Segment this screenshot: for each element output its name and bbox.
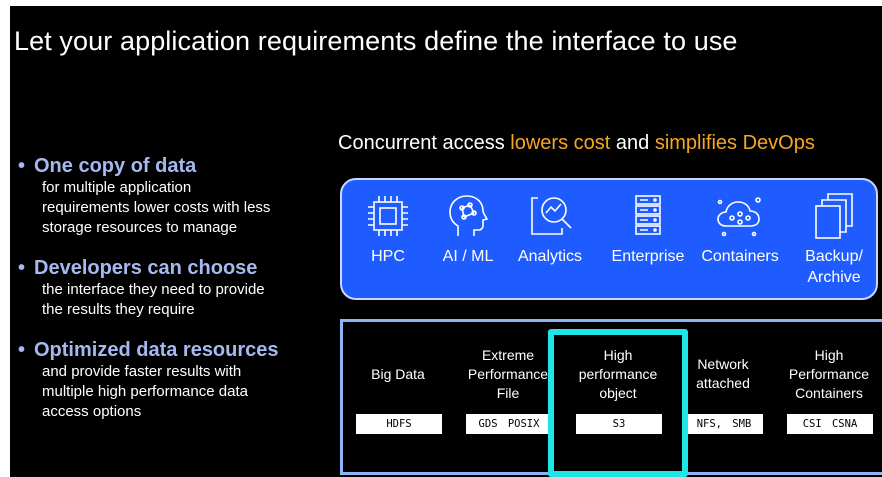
- protocol-tag: HDFS: [356, 414, 442, 434]
- protocol-panel: Big Data HDFS Extreme Performance File G…: [340, 319, 882, 475]
- server-rack-icon: [635, 195, 661, 235]
- workload-label: Backup/ Archive: [805, 248, 863, 286]
- bullet-body: and provide faster results with multiple…: [42, 363, 248, 420]
- protocol-label: Network attached: [696, 356, 750, 391]
- workload-backup-archive: Backup/ Archive: [794, 180, 874, 298]
- bullet-heading: Optimized data resources: [34, 339, 279, 361]
- workload-label: Containers: [701, 248, 779, 265]
- protocol-big-data: Big Data HDFS: [343, 322, 453, 472]
- bullet-dot: •: [18, 155, 26, 177]
- chip-icon: [368, 196, 408, 236]
- protocol-label: Extreme Performance File: [467, 346, 549, 401]
- bullet-item: • Developers can choose the interface the…: [18, 256, 338, 320]
- bullet-dot: •: [18, 257, 26, 279]
- workload-containers: Containers: [694, 180, 786, 298]
- bullet-body: for multiple application requirements lo…: [42, 179, 271, 236]
- protocol-high-performance-containers: High Performance Containers CSI CSNA: [775, 322, 882, 472]
- bullet-dot: •: [18, 339, 26, 361]
- workload-label: AI / ML: [442, 248, 494, 265]
- object-highlight-box: [548, 329, 688, 477]
- workload-label: Enterprise: [611, 248, 685, 265]
- workload-bar: HPC AI / ML Analytics: [340, 178, 878, 300]
- subtitle: Concurrent access lowers cost and simpli…: [338, 132, 815, 155]
- bullet-item: • Optimized data resources and provide fa…: [18, 338, 338, 422]
- protocol-extreme-performance-file: Extreme Performance File GDS POSIX: [453, 322, 563, 472]
- protocol-label: Big Data: [371, 365, 425, 382]
- cloud-nodes-icon: [717, 197, 761, 237]
- workload-ai-ml: AI / ML: [428, 180, 508, 298]
- slide: Let your application requirements define…: [10, 6, 882, 477]
- protocol-label: High Performance Containers: [788, 346, 870, 401]
- bullet-heading: Developers can choose: [34, 257, 258, 279]
- bullet-list: • One copy of data for multiple applicati…: [18, 154, 338, 440]
- subtitle-prefix: Concurrent access: [338, 132, 511, 154]
- subtitle-middle: and: [610, 132, 655, 154]
- magnifier-chart-icon: [531, 197, 572, 235]
- subtitle-highlight-devops: simplifies DevOps: [654, 132, 815, 154]
- workload-label: HPC: [371, 248, 405, 265]
- protocol-tag: S3: [576, 414, 662, 434]
- stacked-documents-icon: [815, 193, 853, 239]
- bullet-heading: One copy of data: [34, 155, 197, 177]
- protocol-network-attached: Network attached NFS, SMB: [673, 322, 773, 472]
- brain-head-icon: [449, 195, 489, 236]
- workload-enterprise: Enterprise: [600, 180, 696, 298]
- subtitle-highlight-cost: lowers cost: [510, 132, 611, 154]
- slide-title: Let your application requirements define…: [14, 26, 738, 56]
- protocol-high-performance-object: High performance object S3: [563, 322, 673, 472]
- protocol-label: High performance object: [578, 346, 658, 401]
- bullet-body: the interface they need to provide the r…: [42, 281, 265, 318]
- bullet-item: • One copy of data for multiple applicati…: [18, 154, 338, 238]
- workload-label: Analytics: [517, 248, 583, 265]
- protocol-tag: CSI CSNA: [787, 414, 873, 434]
- workload-hpc: HPC: [352, 180, 424, 298]
- workload-analytics: Analytics: [508, 180, 592, 298]
- protocol-tag: GDS POSIX: [466, 414, 552, 434]
- protocol-tag: NFS, SMB: [685, 414, 763, 434]
